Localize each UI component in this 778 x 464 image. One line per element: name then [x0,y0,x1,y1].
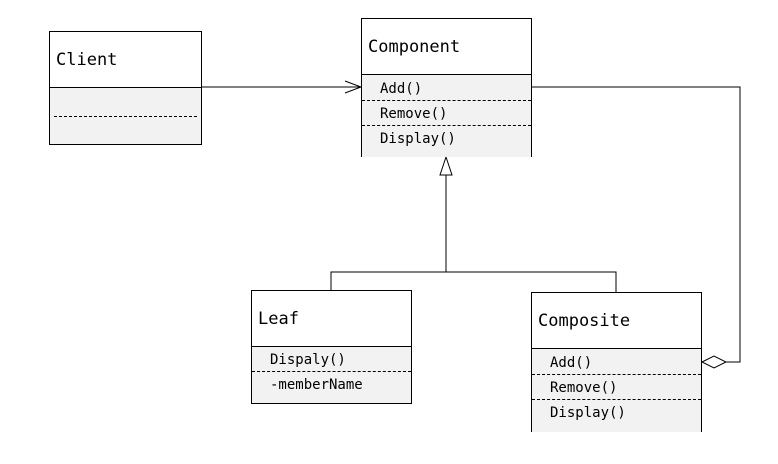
class-leaf-operations: Dispaly() -memberName [252,347,411,403]
class-composite-operations: Add() Remove() Display() [532,349,701,432]
class-client-name: Client [50,32,201,88]
component-op-display: Display() [380,131,456,147]
component-op-add: Add() [362,76,531,101]
class-leaf-name: Leaf [252,291,411,347]
class-component[interactable]: Component Add() Remove() Display() [361,18,532,157]
composite-generalization-line [446,271,617,292]
component-op-remove: Remove() [362,101,531,126]
composite-op-display: Display() [550,405,626,421]
leaf-op-dispaly: Dispaly() [252,347,411,372]
leaf-attr-member-name: -memberName [270,377,363,393]
composite-op-add: Add() [532,350,701,375]
class-component-name: Component [362,19,531,75]
leaf-generalization-line [330,271,446,290]
aggregation-line [532,86,741,363]
class-composite[interactable]: Composite Add() Remove() Display() [531,292,702,432]
class-client-separator [54,88,197,117]
class-leaf[interactable]: Leaf Dispaly() -memberName [251,290,412,404]
class-client-body [50,88,201,144]
class-composite-name: Composite [532,293,701,349]
composite-op-remove: Remove() [532,375,701,400]
class-client[interactable]: Client [49,31,202,145]
aggregation-diamond-icon [700,355,728,369]
hollow-triangle-arrow-head [439,155,453,176]
class-component-operations: Add() Remove() Display() [362,75,531,157]
